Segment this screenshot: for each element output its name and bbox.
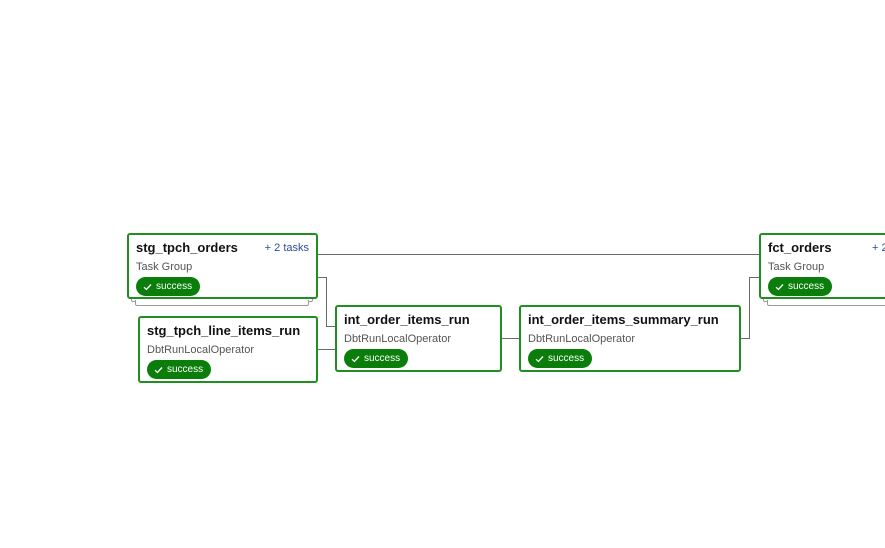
task-group-stack-fct-orders-2 xyxy=(767,300,885,306)
node-title: int_order_items_run xyxy=(344,312,470,327)
node-type: Task Group xyxy=(136,261,193,273)
check-icon xyxy=(775,283,784,291)
node-title: stg_tpch_orders xyxy=(136,240,238,255)
status-label: success xyxy=(548,353,585,364)
check-icon xyxy=(143,283,152,291)
node-type: DbtRunLocalOperator xyxy=(344,333,452,345)
task-group-stack-stg-tpch-orders-2 xyxy=(135,300,309,306)
node-int-order-items-run[interactable]: int_order_items_run DbtRunLocalOperator … xyxy=(335,305,502,372)
status-label: success xyxy=(788,281,825,292)
expand-tasks-link[interactable]: + 2 xyxy=(872,242,885,254)
status-label: success xyxy=(156,281,193,292)
expand-tasks-link[interactable]: + 2 tasks xyxy=(264,242,309,254)
check-icon xyxy=(154,366,163,374)
check-icon xyxy=(535,355,544,363)
node-type: DbtRunLocalOperator xyxy=(147,344,255,356)
node-type: Task Group xyxy=(768,261,825,273)
status-badge: success xyxy=(344,349,409,368)
status-label: success xyxy=(167,364,204,375)
node-fct-orders[interactable]: fct_orders + 2 Task Group success xyxy=(759,233,885,299)
node-type: DbtRunLocalOperator xyxy=(528,333,636,345)
node-title: int_order_items_summary_run xyxy=(528,312,719,327)
node-title: fct_orders xyxy=(768,240,832,255)
check-icon xyxy=(351,355,360,363)
status-badge: success xyxy=(528,349,593,368)
node-title: stg_tpch_line_items_run xyxy=(147,323,301,338)
edge-int-order-items-summary-to-fct-orders xyxy=(741,277,760,339)
status-badge: success xyxy=(768,277,833,296)
node-int-order-items-summary-run[interactable]: int_order_items_summary_run DbtRunLocalO… xyxy=(519,305,741,372)
status-badge: success xyxy=(136,277,201,296)
edge-stg-tpch-orders-to-int-order-items xyxy=(318,277,336,327)
node-stg-tpch-line-items-run[interactable]: stg_tpch_line_items_run DbtRunLocalOpera… xyxy=(138,316,318,383)
status-badge: success xyxy=(147,360,212,379)
node-stg-tpch-orders[interactable]: stg_tpch_orders + 2 tasks Task Group suc… xyxy=(127,233,318,299)
status-label: success xyxy=(364,353,401,364)
